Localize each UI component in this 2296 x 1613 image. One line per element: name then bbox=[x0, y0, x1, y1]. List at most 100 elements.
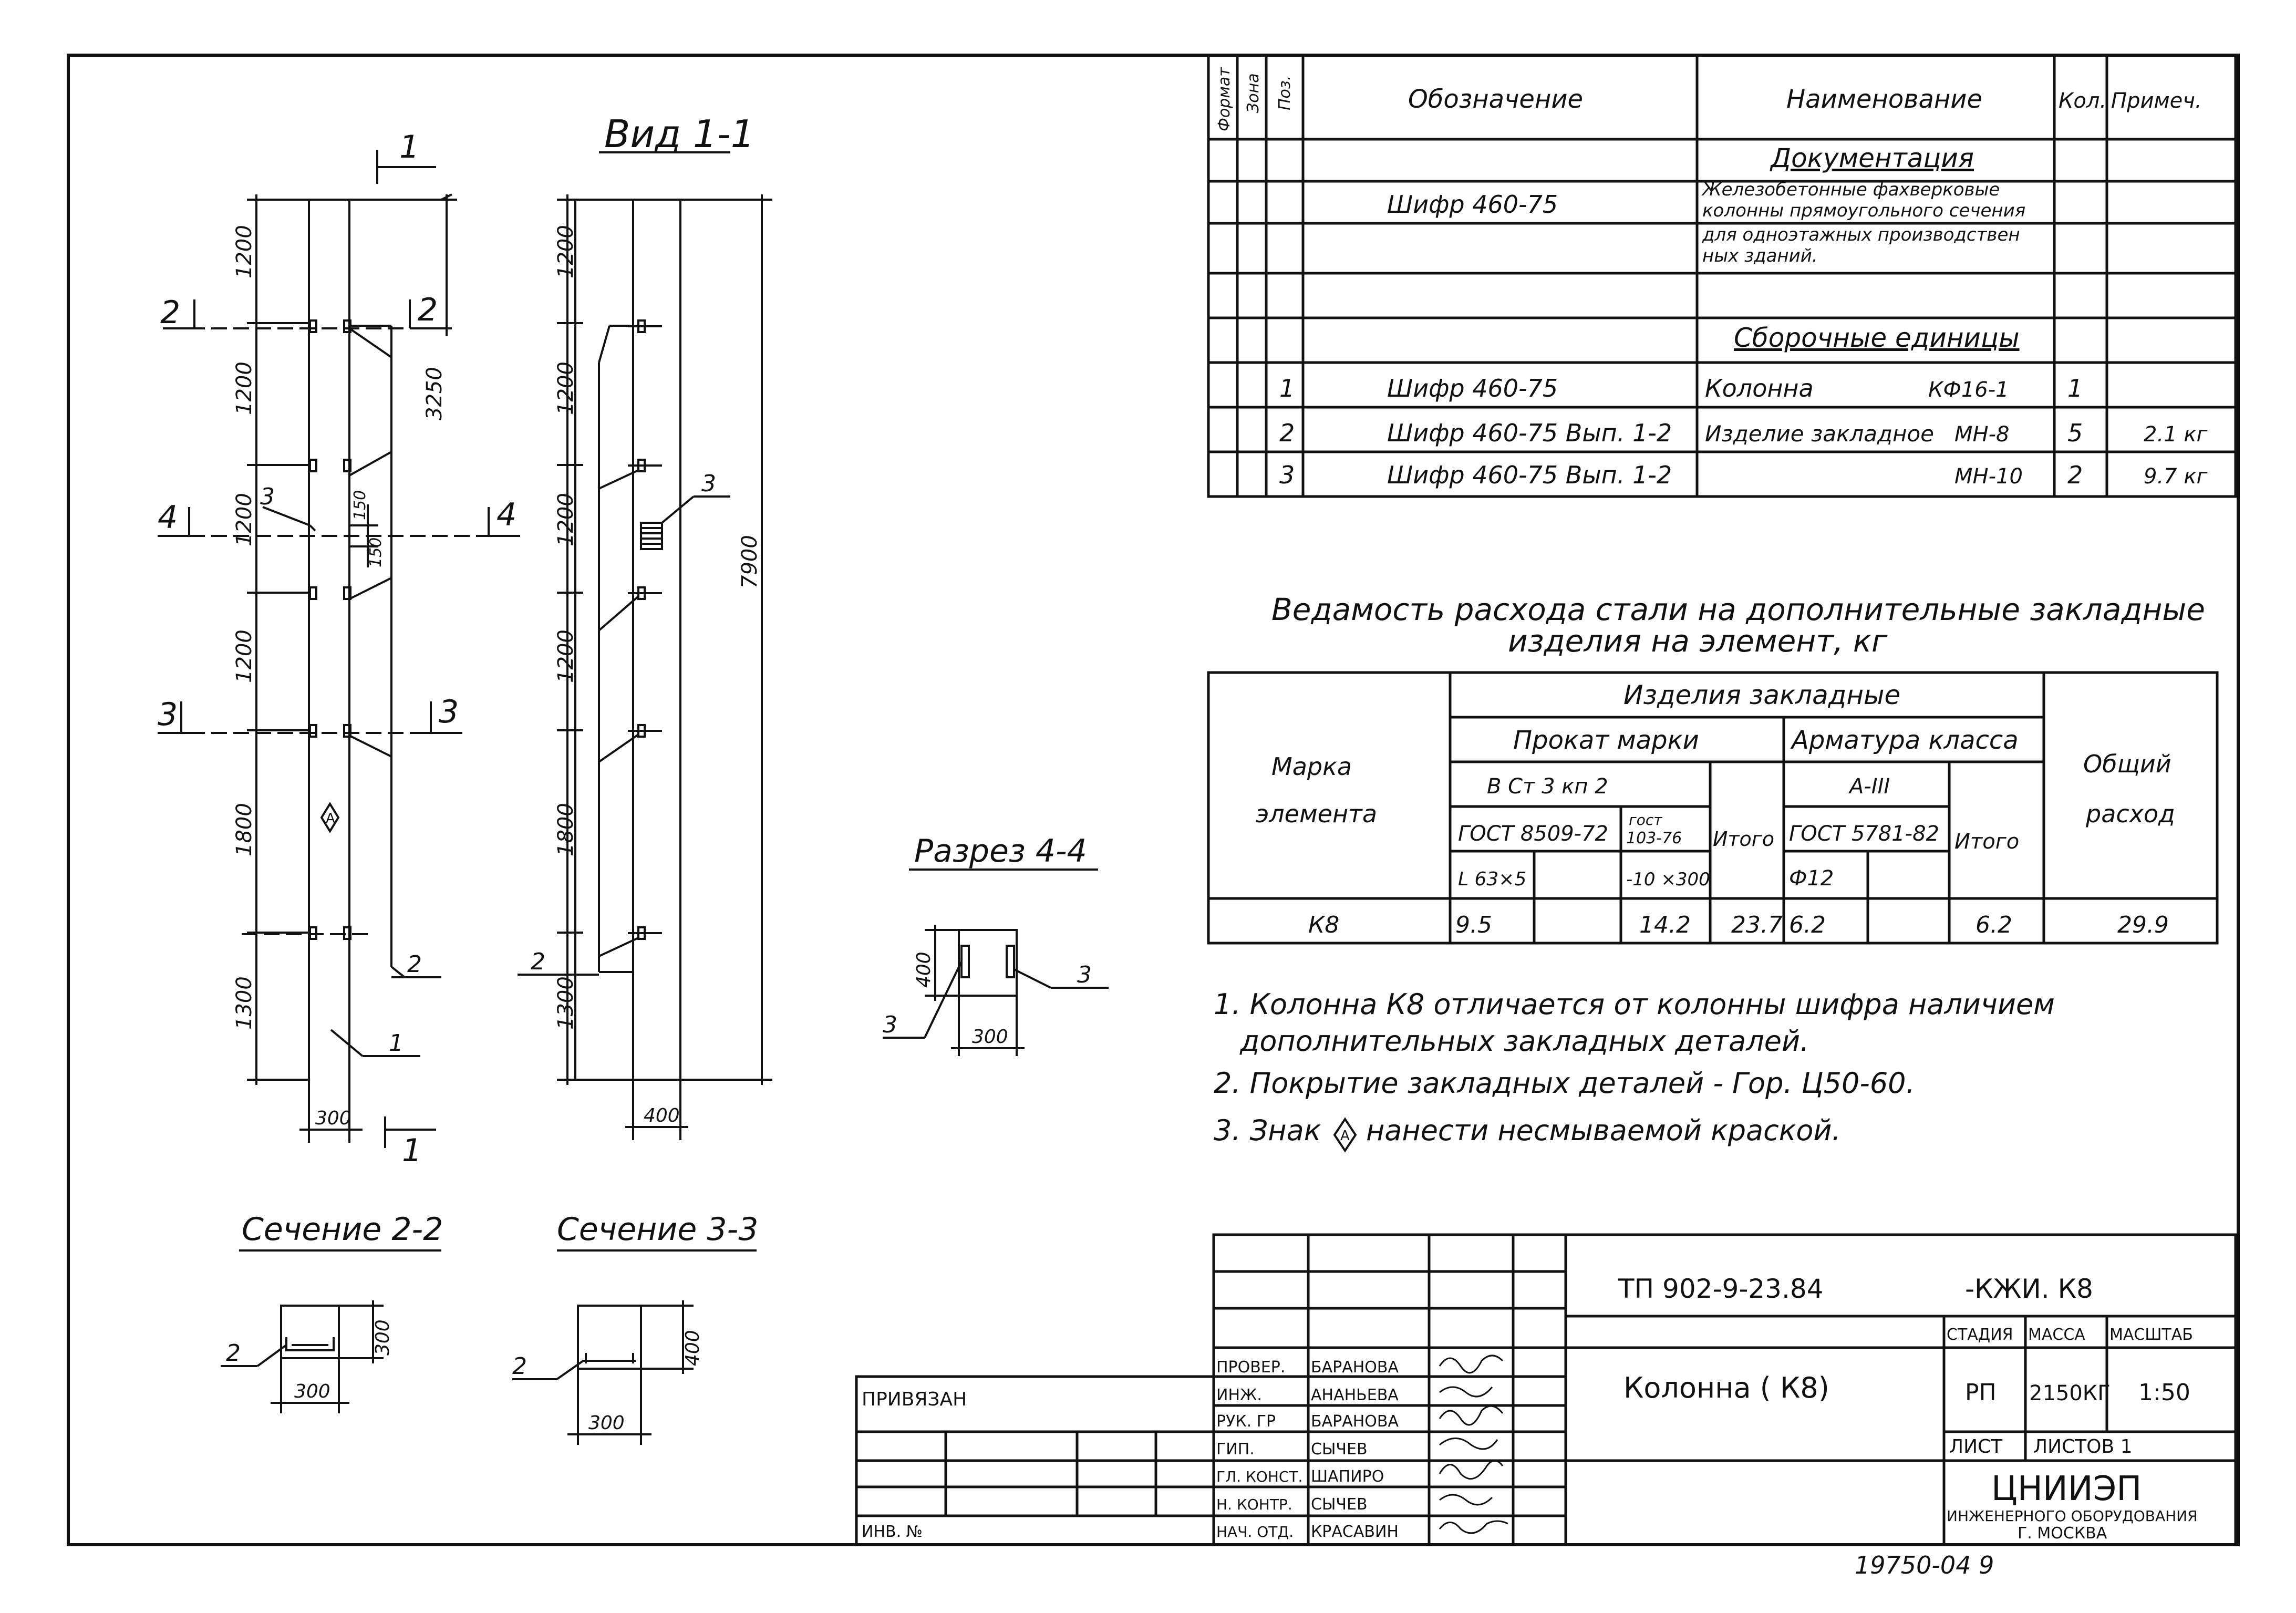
view-title: Вид 1-1 bbox=[604, 112, 754, 156]
spec-row-1-pos: 1 bbox=[1279, 374, 1295, 402]
steel-table-grid bbox=[1207, 671, 2219, 945]
front-small-dim-1: 150 bbox=[351, 490, 369, 520]
side-dim-3: 1200 bbox=[554, 493, 578, 546]
spec-docs-name-3: для одноэтажных производствен bbox=[1702, 224, 2020, 245]
tb-sheets-h: ЛИСТОВ 1 bbox=[2033, 1436, 2133, 1457]
tb-org-1: ЦНИИЭП bbox=[1991, 1470, 2142, 1508]
front-callout-1: 1 bbox=[389, 1030, 404, 1057]
section-22-dim-w: 300 bbox=[294, 1381, 330, 1402]
steel-h-class: А-III bbox=[1848, 774, 1890, 799]
sec-3-right-label: 3 bbox=[439, 694, 459, 730]
section-44-title: Разрез 4-4 bbox=[914, 833, 1087, 870]
sec-2-left-label: 2 bbox=[160, 294, 180, 331]
cut-1-bottom-label: 1 bbox=[402, 1132, 422, 1169]
section-44-callout-r: 3 bbox=[1077, 961, 1092, 988]
steel-data-row: К8 9.5 14.2 23.7 6.2 6.2 29.9 bbox=[1308, 912, 2169, 938]
front-dim-5: 1800 bbox=[232, 803, 256, 856]
tb-org-2: ИНЖЕНЕРНОГО ОБОРУДОВАНИЯ bbox=[1947, 1507, 2198, 1525]
side-total-dim: 7900 bbox=[738, 535, 762, 588]
section-33-callout: 2 bbox=[512, 1353, 527, 1380]
steel-h-overall-1: Общий bbox=[2083, 750, 2171, 778]
steel-h-mark-2: элемента bbox=[1256, 800, 1377, 828]
spec-h-qty: Кол. bbox=[2059, 89, 2106, 113]
side-dim-6: 1300 bbox=[554, 976, 578, 1030]
notes: 1. Колонна К8 отличается от колонны шифр… bbox=[1214, 988, 2055, 1153]
spec-docs-name-4: ных зданий. bbox=[1702, 245, 1818, 266]
front-dim-1: 1200 bbox=[232, 225, 256, 278]
steel-h-total: Итого bbox=[1713, 828, 1774, 851]
tb-role-4: ГИП. bbox=[1216, 1440, 1255, 1459]
note-3-marker-icon bbox=[1333, 1117, 1357, 1153]
tb-role-5: ГЛ. КОНСТ. bbox=[1216, 1468, 1302, 1485]
title-block-grid bbox=[855, 1233, 2237, 1546]
spec-h-format: Формат bbox=[1215, 67, 1234, 131]
spec-section-units: Сборочные единицы bbox=[1734, 323, 2020, 353]
sec-4-right-label: 4 bbox=[497, 497, 516, 533]
steel-title-1: Ведамость расхода стали на дополнительны… bbox=[1271, 592, 2205, 627]
tb-name-5: ШАПИРО bbox=[1311, 1467, 1384, 1486]
spec-docs-code: Шифр 460-75 bbox=[1387, 190, 1558, 219]
front-dim-4: 1200 bbox=[232, 629, 256, 683]
side-dim-4: 1200 bbox=[554, 629, 578, 683]
steel-row-mark: К8 bbox=[1308, 912, 1339, 938]
front-dim-3250: 3250 bbox=[422, 367, 447, 420]
side-view bbox=[518, 151, 772, 1140]
spec-row-2-pos: 2 bbox=[1279, 419, 1295, 447]
tb-name-3: БАРАНОВА bbox=[1311, 1412, 1399, 1431]
front-dim-3: 1200 bbox=[232, 493, 256, 546]
note-3b: нанести несмываемой краской. bbox=[1366, 1114, 1841, 1147]
spec-h-pos: Поз. bbox=[1276, 76, 1294, 110]
steel-h-rolled: Прокат марки bbox=[1513, 726, 1699, 755]
side-dim-5: 1800 bbox=[554, 803, 578, 856]
steel-h-mark-1: Марка bbox=[1271, 752, 1352, 781]
note-3a: 3. Знак bbox=[1214, 1114, 1321, 1147]
steel-title-2: изделия на элемент, кг bbox=[1508, 623, 1888, 659]
tb-sheet-h: ЛИСТ bbox=[1949, 1436, 2003, 1457]
steel-h-angle: L 63×5 bbox=[1458, 868, 1526, 890]
section-22-title: Сечение 2-2 bbox=[242, 1211, 443, 1248]
tb-name-6: СЫЧЕВ bbox=[1311, 1495, 1368, 1514]
steel-h-total2: Итого bbox=[1954, 830, 2019, 854]
section-44 bbox=[883, 868, 1109, 1056]
steel-row-total: 29.9 bbox=[2117, 912, 2169, 938]
side-callout-3: 3 bbox=[701, 470, 716, 497]
spec-docs-name-2: колонны прямоугольного сечения bbox=[1702, 200, 2025, 221]
steel-row-t2: 6.2 bbox=[1976, 912, 2012, 938]
tb-name-2: АНАНЬЕВА bbox=[1311, 1386, 1399, 1404]
spec-h-note: Примеч. bbox=[2111, 89, 2202, 113]
side-dim-2: 1200 bbox=[554, 361, 578, 415]
side-dim-1: 1200 bbox=[554, 225, 578, 278]
spec-table-grid bbox=[1207, 54, 2237, 498]
tb-name-1: БАРАНОВА bbox=[1311, 1358, 1399, 1377]
sheet-frame bbox=[67, 54, 2240, 1546]
tb-doc-suffix: -КЖИ. К8 bbox=[1965, 1274, 2093, 1304]
spec-row-3-note: 9.7 кг bbox=[2144, 464, 2208, 489]
sec-2-right-label: 2 bbox=[418, 292, 438, 328]
front-elevation bbox=[158, 150, 520, 1148]
tb-object-name: Колонна ( К8) bbox=[1623, 1371, 1829, 1404]
tb-stage-h: СТАДИЯ bbox=[1947, 1326, 2013, 1344]
spec-row-1-qty: 1 bbox=[2067, 374, 2083, 402]
tb-role-6: Н. КОНТР. bbox=[1216, 1496, 1292, 1513]
tb-scale: 1:50 bbox=[2138, 1379, 2190, 1406]
spec-row-2: 2 Шифр 460-75 Вып. 1-2 Изделие закладное… bbox=[1279, 419, 2208, 447]
front-small-dim-2: 150 bbox=[367, 537, 385, 567]
steel-h-gost1: ГОСТ 8509-72 bbox=[1458, 822, 1608, 846]
tb-name-4: СЫЧЕВ bbox=[1311, 1440, 1368, 1459]
tb-role-7: НАЧ. ОТД. bbox=[1216, 1523, 1294, 1540]
spec-row-3-mark: МН-10 bbox=[1954, 464, 2023, 489]
tb-role-1: ПРОВЕР. bbox=[1216, 1358, 1285, 1377]
tb-inv: ИНВ. № bbox=[862, 1523, 923, 1541]
note-1a: 1. Колонна К8 отличается от колонны шифр… bbox=[1214, 988, 2055, 1021]
tb-doc-code: ТП 902-9-23.84 bbox=[1618, 1274, 1824, 1304]
steel-row-v4: 6.2 bbox=[1789, 912, 1826, 938]
section-22-dim-h: 300 bbox=[372, 1319, 394, 1356]
spec-h-code: Обозначение bbox=[1408, 85, 1583, 114]
tb-footer: 19750-04 9 bbox=[1855, 1551, 1994, 1579]
spec-row-1: 1 Шифр 460-75 Колонна КФ16-1 1 bbox=[1279, 374, 2083, 402]
steel-h-rebar: Арматура класса bbox=[1790, 726, 2019, 755]
spec-row-2-code: Шифр 460-75 Вып. 1-2 bbox=[1387, 419, 1672, 447]
tb-names: БАРАНОВА АНАНЬЕВА БАРАНОВА СЫЧЕВ ШАПИРО … bbox=[1311, 1358, 1399, 1541]
steel-h-overall-2: расход bbox=[2085, 800, 2175, 828]
tb-bound: ПРИВЯЗАН bbox=[862, 1389, 967, 1410]
